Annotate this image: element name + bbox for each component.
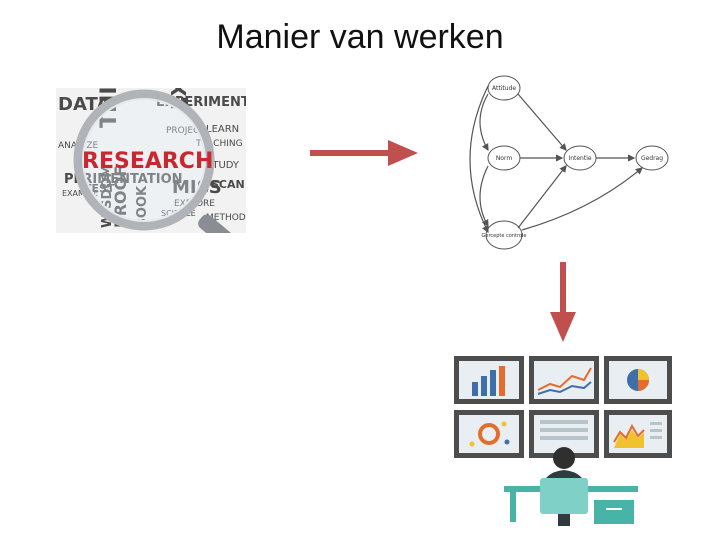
word-test: SCAN — [211, 178, 245, 191]
word-examine: EXAMINE — [62, 189, 98, 198]
word-teaching: TEACHING — [195, 139, 243, 149]
research-image: DATA EXP THINK EXPERIMENT LEARN TEACHING… — [56, 88, 246, 233]
slide-title: Manier van werken — [216, 18, 504, 56]
node-controle — [485, 220, 523, 250]
analyst-dashboard-illustration — [454, 356, 672, 526]
magnifier-handle — [198, 214, 235, 233]
label-gedrag: Gedrag — [641, 155, 663, 162]
label-controle: Gercepte controle — [482, 233, 527, 239]
behaviour-diagram: Attitude Norm Intentie Gedrag Gercepte c… — [469, 75, 669, 250]
node-attitude — [487, 75, 521, 101]
word-book: BOOK — [135, 185, 150, 228]
arrow-down-icon — [550, 262, 576, 342]
label-intentie: Intentie — [568, 155, 591, 162]
node-gedrag — [635, 145, 669, 171]
monitor-pie-chart — [604, 356, 672, 404]
word-method: METHOD — [206, 213, 246, 223]
word-learn: LEARN — [206, 124, 239, 135]
word-proof: PROOF — [111, 166, 130, 228]
monitor-bar-chart — [454, 356, 524, 404]
magnifier-lens — [73, 89, 215, 231]
word-perimentation: PERIMENTATION — [64, 172, 183, 187]
label-attitude: Attitude — [492, 85, 516, 92]
word-study: STUDY — [206, 160, 240, 171]
monitor-table — [529, 410, 599, 458]
word-project: PROJECT — [166, 126, 205, 136]
desk — [504, 478, 638, 526]
label-norm: Norm — [496, 155, 513, 162]
arrow-right-icon — [310, 140, 418, 166]
monitor-area-chart — [604, 410, 672, 458]
monitor-line-chart — [529, 356, 599, 404]
word-research: RESEARCH — [82, 149, 213, 174]
monitor-scatter-chart — [454, 410, 524, 458]
